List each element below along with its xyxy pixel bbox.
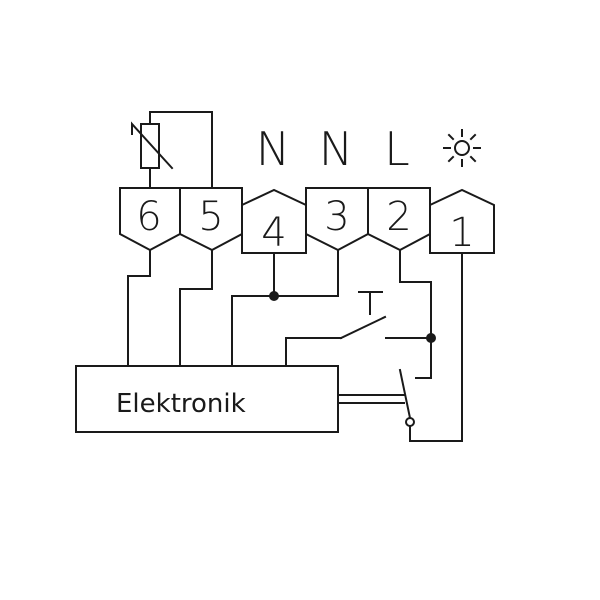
terminal-6-label: 6 (136, 194, 161, 240)
wire-terminal-6 (127, 249, 151, 367)
terminal-5-label: 5 (198, 194, 223, 240)
label-n2: N (319, 122, 353, 176)
wire-terminal-5 (179, 249, 213, 367)
terminal-5 (179, 187, 243, 252)
thermistor-icon (131, 121, 174, 170)
terminal-2 (367, 187, 431, 252)
sun-icon (443, 129, 481, 167)
label-n1: N (256, 122, 290, 176)
sensor-loop-wire (149, 111, 213, 189)
junction-neutral (269, 291, 279, 301)
terminal-3-label: 3 (324, 194, 349, 240)
terminal-1-label: 1 (449, 210, 474, 256)
terminal-6 (119, 187, 181, 252)
light-switch (398, 252, 463, 442)
terminal-3 (305, 187, 369, 252)
terminal-1 (429, 188, 495, 254)
terminal-block: 6 5 4 3 2 1 (119, 187, 495, 256)
terminal-2-label: 2 (386, 194, 411, 240)
relay-switch (285, 291, 432, 367)
label-l: L (384, 122, 410, 176)
wire-terminal-2 (399, 249, 432, 379)
electronics-box (75, 365, 339, 433)
terminal-4-label: 4 (261, 210, 286, 256)
electronics-label: Elektronik (116, 389, 246, 419)
wire-terminal-3 (231, 249, 339, 367)
